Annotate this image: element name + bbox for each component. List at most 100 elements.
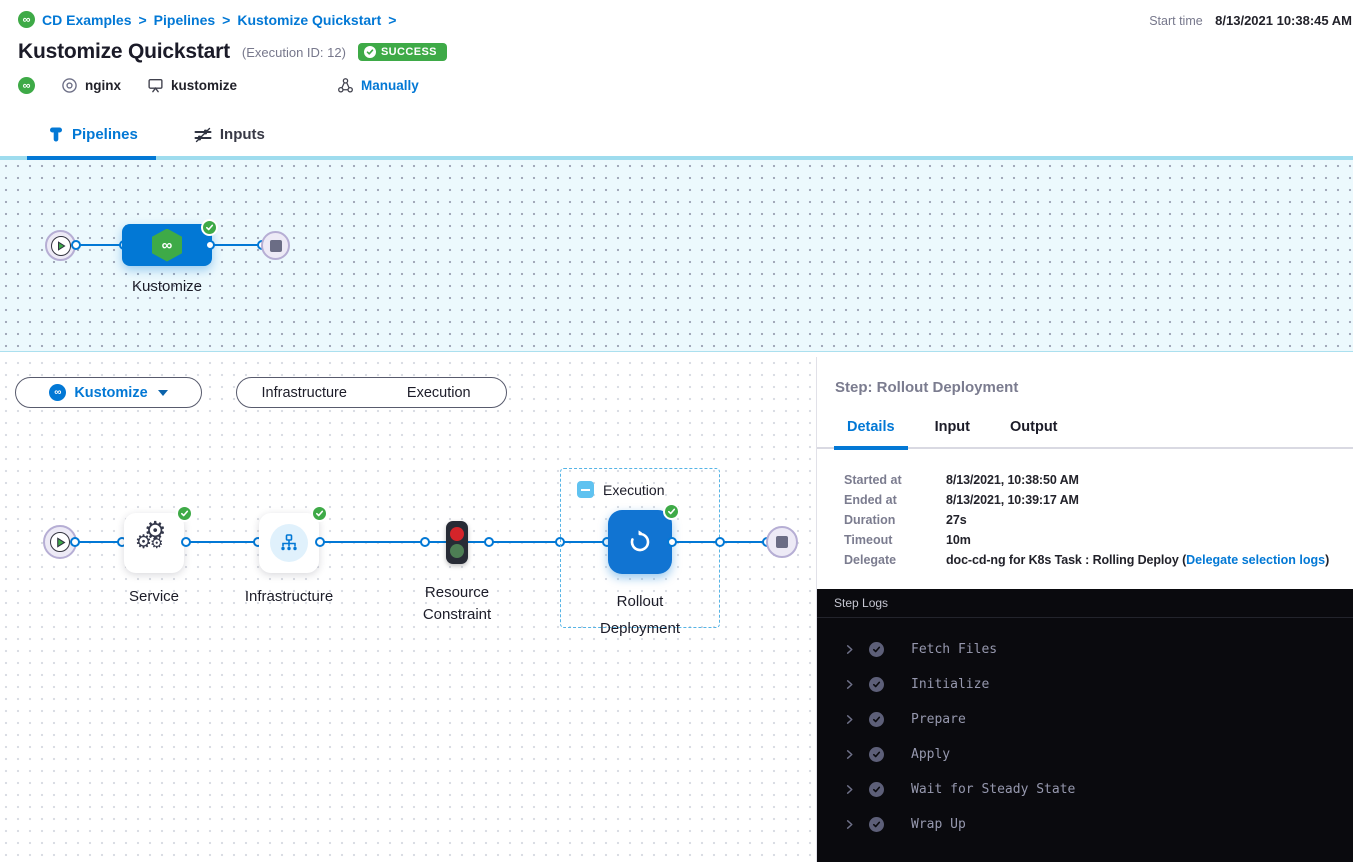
connector-dot [70,537,80,547]
tab-inputs[interactable]: Inputs [194,113,265,156]
tab-pipelines-label: Pipelines [72,126,138,143]
log-section-label: Initialize [911,677,990,692]
step-node-rollout-deployment[interactable] [608,510,672,574]
chevron-right-icon[interactable] [844,749,860,760]
start-time-value: 8/13/2021 10:38:45 AM [1215,13,1352,28]
log-section-row[interactable]: Wait for Steady State [817,772,1353,807]
stop-icon [776,536,788,548]
harness-cd-hexagon-icon: ∞ [152,228,182,262]
target-icon [62,78,77,93]
check-circle-icon [869,677,884,692]
trigger-label: Manually [361,78,419,93]
field-timeout: Timeout 10m [844,533,971,547]
step-label-service: Service [128,588,180,605]
breadcrumb-cd-examples[interactable]: CD Examples [42,11,132,28]
connector-dot [715,537,725,547]
status-badge: SUCCESS [357,43,447,61]
breadcrumb-kustomize-quickstart[interactable]: Kustomize Quickstart [237,11,382,28]
end-node [766,526,798,558]
success-check-icon [201,219,218,236]
tab-input[interactable]: Input [934,419,970,435]
breadcrumb-pipelines[interactable]: Pipelines [153,11,216,28]
log-section-label: Wrap Up [911,817,966,832]
breadcrumb: ∞ CD Examples > Pipelines > Kustomize Qu… [18,11,396,28]
step-detail-fields: Started at 8/13/2021, 10:38:50 AM Ended … [844,470,1343,570]
connector-dot [484,537,494,547]
trigger-icon [338,78,353,93]
execution-graph-canvas[interactable]: ∞ Kustomize Infrastructure Execution ⚙ ⚙ [0,357,816,862]
inputs-icon [194,127,212,142]
step-logs-body: Fetch Files Initialize Prepare [817,618,1353,842]
connector-dot [315,537,325,547]
tab-pipelines[interactable]: Pipelines [27,113,156,160]
stage-graph-canvas[interactable]: ∞ Kustomize [0,160,1353,352]
pipeline-icon [50,127,62,142]
stage-node-kustomize[interactable]: ∞ [122,224,212,266]
execution-id: (Execution ID: 12) [241,44,346,60]
toggle-execution[interactable]: Execution [406,384,471,401]
tab-details[interactable]: Details [834,419,908,450]
chevron-down-icon [157,389,168,396]
step-logs-header: Step Logs [817,589,1353,618]
stage-selector-value: Kustomize [74,384,148,401]
step-node-resource-constraint[interactable] [446,521,468,564]
step-node-infrastructure[interactable] [259,513,319,573]
delegate-selection-logs-link[interactable]: Delegate selection logs [1186,553,1326,567]
trigger-chip[interactable]: Manually [337,77,419,94]
log-section-row[interactable]: Apply [817,737,1353,772]
log-section-row[interactable]: Prepare [817,702,1353,737]
check-circle-icon [869,642,884,657]
chevron-right-icon[interactable] [844,679,860,690]
page-title: Kustomize Quickstart [18,40,230,63]
breadcrumb-separator: > [138,11,147,28]
main-tabbar: Pipelines Inputs [0,113,1353,160]
bottom-split: ∞ Kustomize Infrastructure Execution ⚙ ⚙ [0,357,1353,862]
kustomize-stage-icon: ∞ [49,384,67,401]
start-time-label: Start time [1149,14,1203,28]
connector-dot [205,240,215,250]
environment-icon [148,78,163,93]
title-row: Kustomize Quickstart (Execution ID: 12) … [18,40,447,64]
service-chip[interactable]: nginx [61,77,121,94]
step-node-service[interactable]: ⚙ ⚙ ⚙ [124,513,184,573]
stage-selector-dropdown[interactable]: ∞ Kustomize [15,377,202,408]
field-delegate: Delegate doc-cd-ng for K8s Task : Rollin… [844,553,1330,567]
collapse-group-icon[interactable] [577,481,594,498]
step-logs-panel: Step Logs Fetch Files Initialize [817,589,1353,862]
breadcrumb-separator: > [388,11,397,28]
service-gears-icon: ⚙ ⚙ ⚙ [135,517,167,553]
chevron-right-icon[interactable] [844,714,860,725]
chevron-right-icon[interactable] [844,644,860,655]
check-circle-icon [869,817,884,832]
step-logs-title: Step Logs [834,596,889,610]
tab-output[interactable]: Output [1010,419,1058,435]
check-circle-icon [869,747,884,762]
service-name: nginx [85,78,121,93]
stop-icon [269,239,282,252]
log-section-row[interactable]: Wrap Up [817,807,1353,842]
step-panel-title: Step: Rollout Deployment [835,379,1019,396]
connector-dot [181,537,191,547]
log-section-label: Apply [911,747,951,762]
check-icon [363,46,376,58]
traffic-light-green [450,544,464,558]
toggle-infrastructure[interactable]: Infrastructure [261,384,347,401]
edge-line [60,541,770,543]
success-check-icon [176,505,193,522]
log-section-label: Fetch Files [911,642,998,657]
connector-dot [667,537,677,547]
chevron-right-icon[interactable] [844,784,860,795]
chevron-right-icon[interactable] [844,819,860,830]
harness-cd-icon: ∞ [18,77,35,94]
log-section-label: Wait for Steady State [911,782,1076,797]
log-section-row[interactable]: Initialize [817,667,1353,702]
end-node [261,231,290,260]
connector-dot [71,240,81,250]
check-circle-icon [869,782,884,797]
environment-chip[interactable]: kustomize [147,77,237,94]
play-icon [56,536,66,548]
log-section-row[interactable]: Fetch Files [817,632,1353,667]
infrastructure-icon [270,524,308,562]
check-circle-icon [869,712,884,727]
step-details-panel: Step: Rollout Deployment Details Input O… [816,357,1353,862]
